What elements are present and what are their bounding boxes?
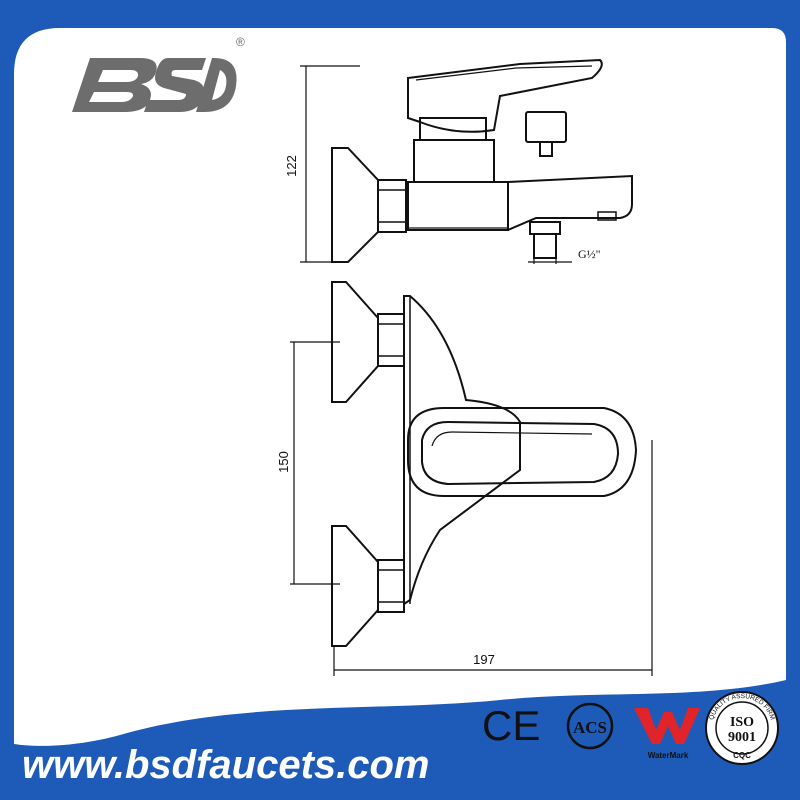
iso-bottom: CQC: [733, 751, 751, 760]
side-cartridge: [419, 117, 487, 141]
certifications: CE ACS WaterMark QUALITY ASSURED FIRM IS…: [482, 691, 779, 765]
front-view: [331, 281, 638, 647]
side-nut: [377, 179, 407, 233]
side-spout: [507, 174, 633, 231]
acs-label: ACS: [573, 718, 607, 737]
iso-badge: QUALITY ASSURED FIRM ISO 9001 CQC: [705, 691, 779, 765]
front-handle: [421, 420, 620, 486]
watermark-label: WaterMark: [648, 751, 689, 760]
dim-width: 197: [473, 652, 495, 667]
registered-mark: ®: [236, 35, 245, 49]
acs-badge: ACS: [566, 702, 614, 750]
ce-mark-icon: CE: [482, 702, 540, 749]
logo-mark-icon: [72, 58, 237, 112]
watermark-badge: WaterMark: [634, 708, 700, 760]
side-handle: [407, 58, 603, 133]
brand-logo: ®: [72, 35, 245, 112]
dimension-lines: [290, 65, 653, 676]
front-body: [403, 295, 521, 606]
iso-number: ISO: [730, 715, 754, 730]
side-diverter-stem: [539, 141, 553, 157]
faucet-drawing: [290, 58, 653, 676]
side-view: [331, 58, 633, 263]
front-escutcheon: [407, 407, 638, 497]
dim-thread: G½": [578, 247, 601, 261]
website-link[interactable]: www.bsdfaucets.com: [22, 743, 430, 787]
side-outlet: [533, 233, 557, 259]
side-aerator: [597, 211, 617, 221]
watermark-logo-icon: [634, 708, 700, 744]
dim-center-distance: 150: [276, 451, 291, 473]
iso-code: 9001: [728, 730, 756, 745]
content-panel: [14, 28, 786, 746]
dim-height-side: 122: [284, 155, 299, 177]
